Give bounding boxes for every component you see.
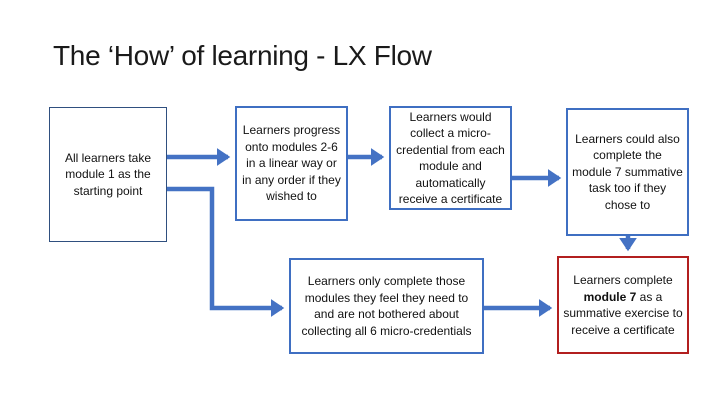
box-collect-text: Learners would collect a micro-credentia… (396, 109, 505, 207)
box-selective: Learners only complete those modules the… (289, 258, 484, 354)
box-final-text: Learners complete module 7 as a summativ… (563, 272, 683, 338)
box-progress-text: Learners progress onto modules 2-6 in a … (242, 123, 341, 204)
box-start-text: All learners take module 1 as the starti… (64, 150, 152, 198)
box-selective-text: Learners only complete those modules the… (301, 274, 472, 338)
final-text-after: as a summative exercise to receive a cer… (563, 289, 683, 337)
box-progress: Learners progress onto modules 2-6 in a … (235, 106, 348, 221)
box-start: All learners take module 1 as the starti… (49, 107, 167, 242)
box-optional: Learners could also complete the module … (566, 108, 689, 236)
box-collect: Learners would collect a micro-credentia… (389, 106, 512, 210)
final-text-before: Learners complete (573, 273, 673, 287)
final-text-bold: module 7 (583, 289, 637, 304)
arrow-start-to-selective (167, 186, 285, 317)
box-optional-text: Learners could also complete the module … (572, 131, 683, 212)
slide-title: The ‘How’ of learning - LX Flow (53, 40, 432, 71)
box-final: Learners complete module 7 as a summativ… (557, 256, 689, 354)
